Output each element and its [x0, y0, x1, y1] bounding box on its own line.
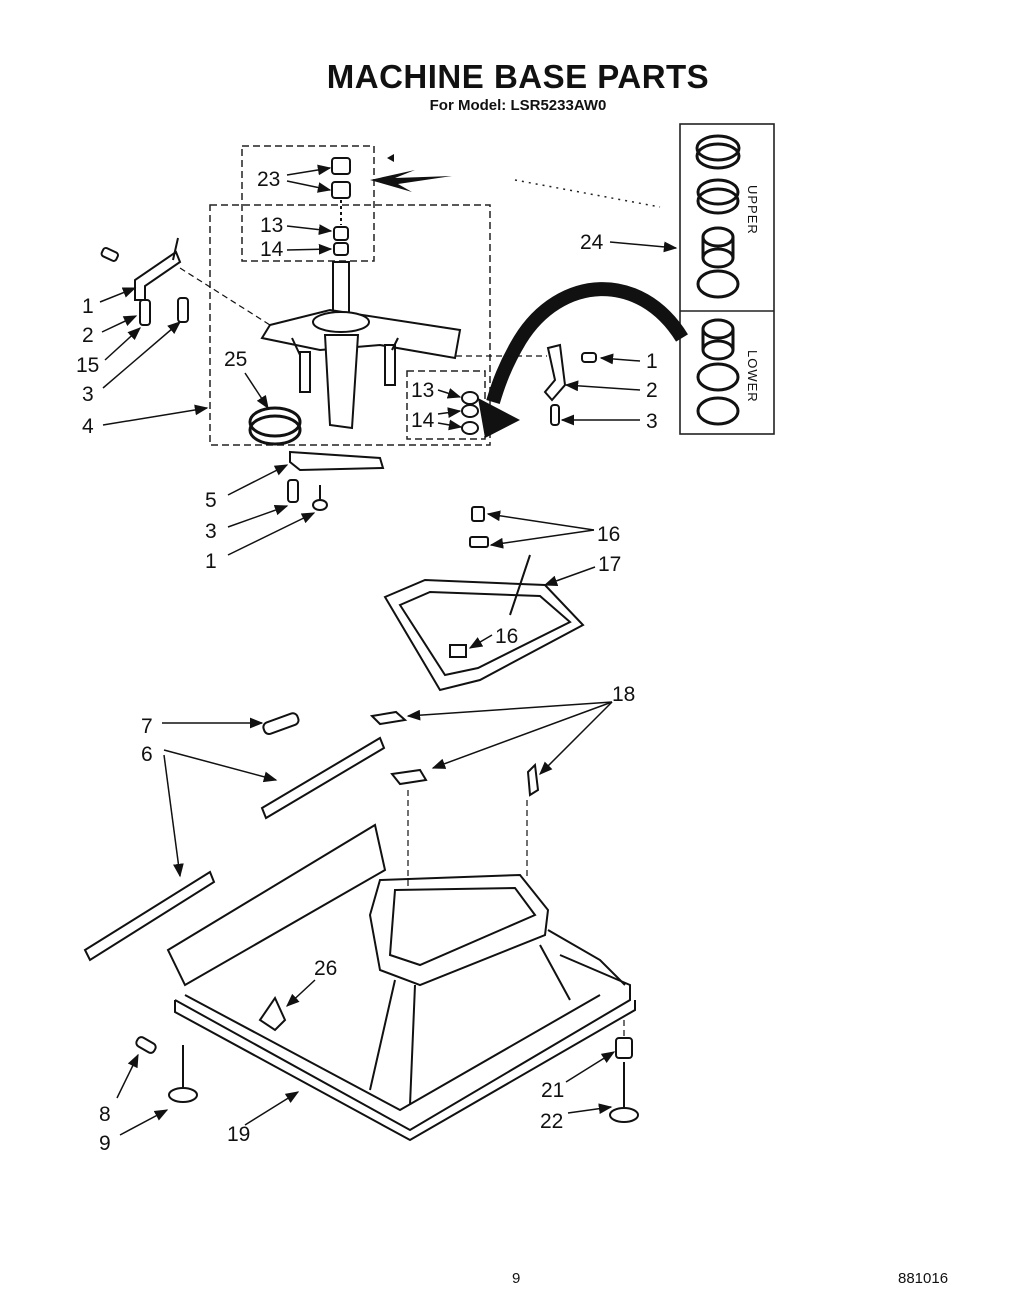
upper-label: UPPER: [745, 185, 760, 235]
callout-25: 25: [224, 348, 247, 371]
springs-and-braces: [83, 710, 540, 962]
callout-15: 15: [76, 354, 99, 377]
lower-left-bracket: [287, 450, 385, 511]
callout-18: 18: [612, 683, 635, 706]
callout-3-lower: 3: [205, 520, 217, 543]
callout-2-right: 2: [646, 379, 658, 402]
upper-washer-icon: [696, 269, 740, 299]
callout-1-lower: 1: [205, 550, 217, 573]
callout-17: 17: [598, 553, 621, 576]
callout-21: 21: [541, 1079, 564, 1102]
lower-gear-bushing-icon: [701, 318, 735, 340]
document-code: 881016: [898, 1270, 949, 1287]
callout-3-right: 3: [646, 410, 658, 433]
snubber-inserts: [461, 391, 479, 435]
left-bracket-hardware: [100, 237, 189, 326]
center-post-assembly: [260, 261, 462, 430]
machine-base-frame: [166, 823, 636, 1142]
bearing-kit-panel: UPPER LOWER: [679, 123, 775, 435]
upper-gear-bushing-icon: [701, 226, 735, 248]
upper-seal-ring-icon: [695, 134, 741, 162]
callout-13-lower: 13: [411, 379, 434, 402]
callout-8: 8: [99, 1103, 111, 1126]
callout-16-upper: 16: [597, 523, 620, 546]
right-bracket-hardware: [543, 343, 597, 426]
upper-bearing-ring-icon: [696, 178, 740, 206]
lower-bearing-ring-icon: [696, 362, 740, 392]
top-support-frame: [383, 506, 585, 692]
callout-4: 4: [82, 415, 94, 438]
callout-1-left: 1: [82, 295, 94, 318]
callout-2-left: 2: [82, 324, 94, 347]
snubber-group-box: [241, 145, 375, 262]
callout-5: 5: [205, 489, 217, 512]
callout-9: 9: [99, 1132, 111, 1155]
top-direction-arrow: [370, 170, 452, 192]
callout-numbers: 23 13 14 24 1 2 15 3 4 25 13 14 1 2 3 5 …: [76, 168, 658, 1155]
assembly-guides: [179, 267, 625, 1036]
callout-16-lower: 16: [495, 625, 518, 648]
part-25-ring: [248, 406, 302, 446]
callout-19: 19: [227, 1123, 250, 1146]
callout-14-upper: 14: [260, 238, 284, 261]
callout-24: 24: [580, 231, 604, 254]
callout-6: 6: [141, 743, 153, 766]
snubber-icon: [331, 157, 351, 175]
page-title: MACHINE BASE PARTS: [326, 58, 710, 95]
callout-26: 26: [314, 957, 337, 980]
page-number: 9: [512, 1270, 521, 1287]
leveling-feet: [135, 1036, 639, 1123]
callout-1-right: 1: [646, 350, 658, 373]
callout-14-lower: 14: [411, 409, 435, 432]
callout-3-left: 3: [82, 383, 94, 406]
callout-7: 7: [141, 715, 153, 738]
callout-13-upper: 13: [260, 214, 283, 237]
base-assembly-group-box: [209, 204, 491, 446]
curved-assembly-arrow: [478, 282, 688, 438]
model-subtitle: For Model: LSR5233AW0: [429, 97, 607, 114]
callout-23: 23: [257, 168, 280, 191]
snubber-stack: [331, 157, 351, 256]
callout-leaders: [99, 164, 678, 1136]
lower-washer-icon: [696, 396, 740, 426]
callout-22: 22: [540, 1110, 563, 1133]
lower-label: LOWER: [745, 350, 760, 403]
